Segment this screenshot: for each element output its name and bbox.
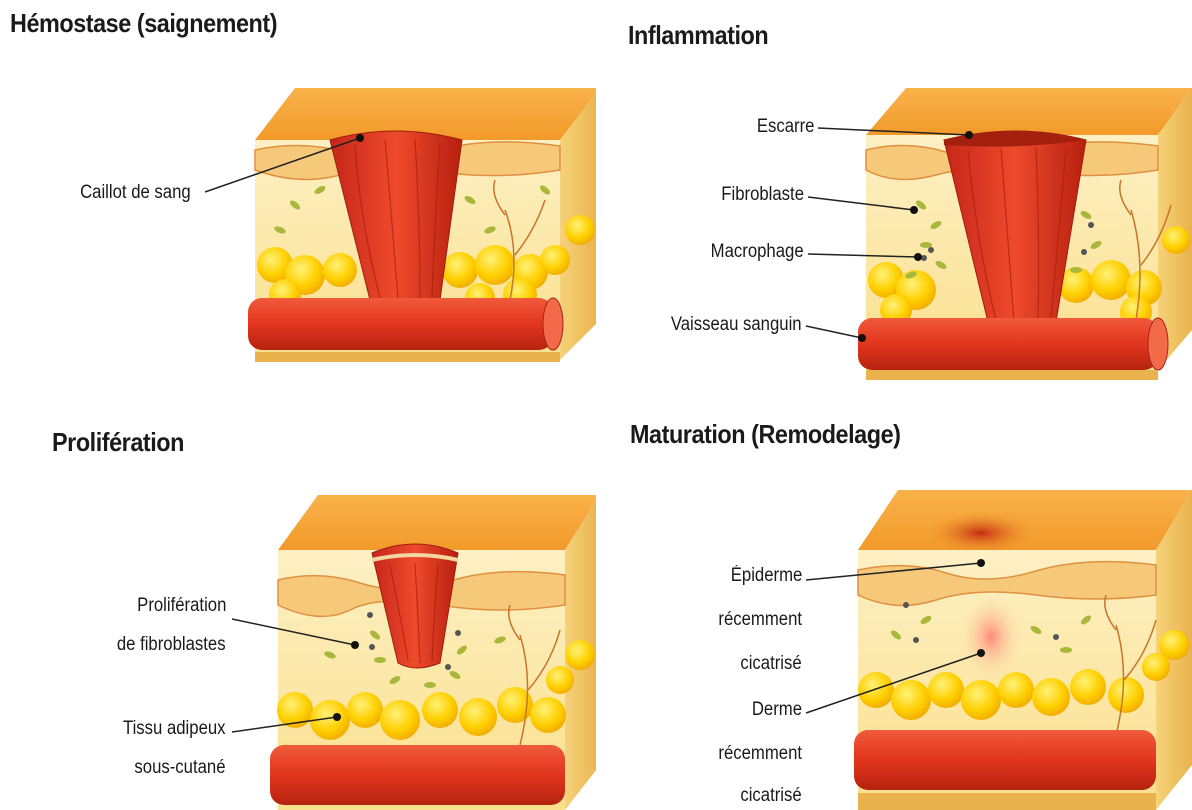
macrophage-label: Macrophage	[711, 241, 804, 263]
fibroblast-label: Fibroblaste	[721, 184, 804, 206]
epidermis-top-surface	[255, 88, 596, 140]
blood-vessel	[248, 298, 563, 350]
maturation-skin-block	[596, 405, 1192, 810]
dermis-label-line2: récemment	[718, 743, 802, 765]
dermis-label-line1: Derme	[752, 699, 802, 721]
clot-marker	[356, 134, 364, 142]
inflammation-skin-block	[596, 0, 1192, 405]
dermis-label-line3: cicatrisé	[741, 785, 802, 807]
epidermis-scar	[926, 511, 1036, 555]
fat-tissue-label-line2: sous-cutané	[135, 757, 226, 779]
scab-label: Escarre	[756, 116, 814, 138]
fibroblast-proliferation-label-line1: Prolifération	[137, 595, 226, 617]
epidermis-label-line2: récemment	[718, 609, 802, 631]
proliferation-panel: Prolifération	[0, 405, 596, 810]
maturation-panel: Maturation (Remodelage)	[596, 405, 1192, 810]
inflammation-panel: Inflammation	[596, 0, 1192, 405]
fibroblast-proliferation-label-line2: de fibroblastes	[117, 634, 226, 656]
proliferation-skin-block	[0, 405, 596, 810]
hemostasis-panel: Hémostase (saignement)	[0, 0, 596, 405]
vessel-label: Vaisseau sanguin	[671, 314, 802, 336]
epidermis-label-line1: Épiderme	[730, 565, 802, 587]
epidermis-label-line3: cicatrisé	[741, 653, 802, 675]
clot-label: Caillot de sang	[80, 182, 191, 204]
skin-base	[255, 352, 560, 362]
dermis-scar	[959, 592, 1023, 682]
fat-tissue-label-line1: Tissu adipeux	[123, 718, 226, 740]
